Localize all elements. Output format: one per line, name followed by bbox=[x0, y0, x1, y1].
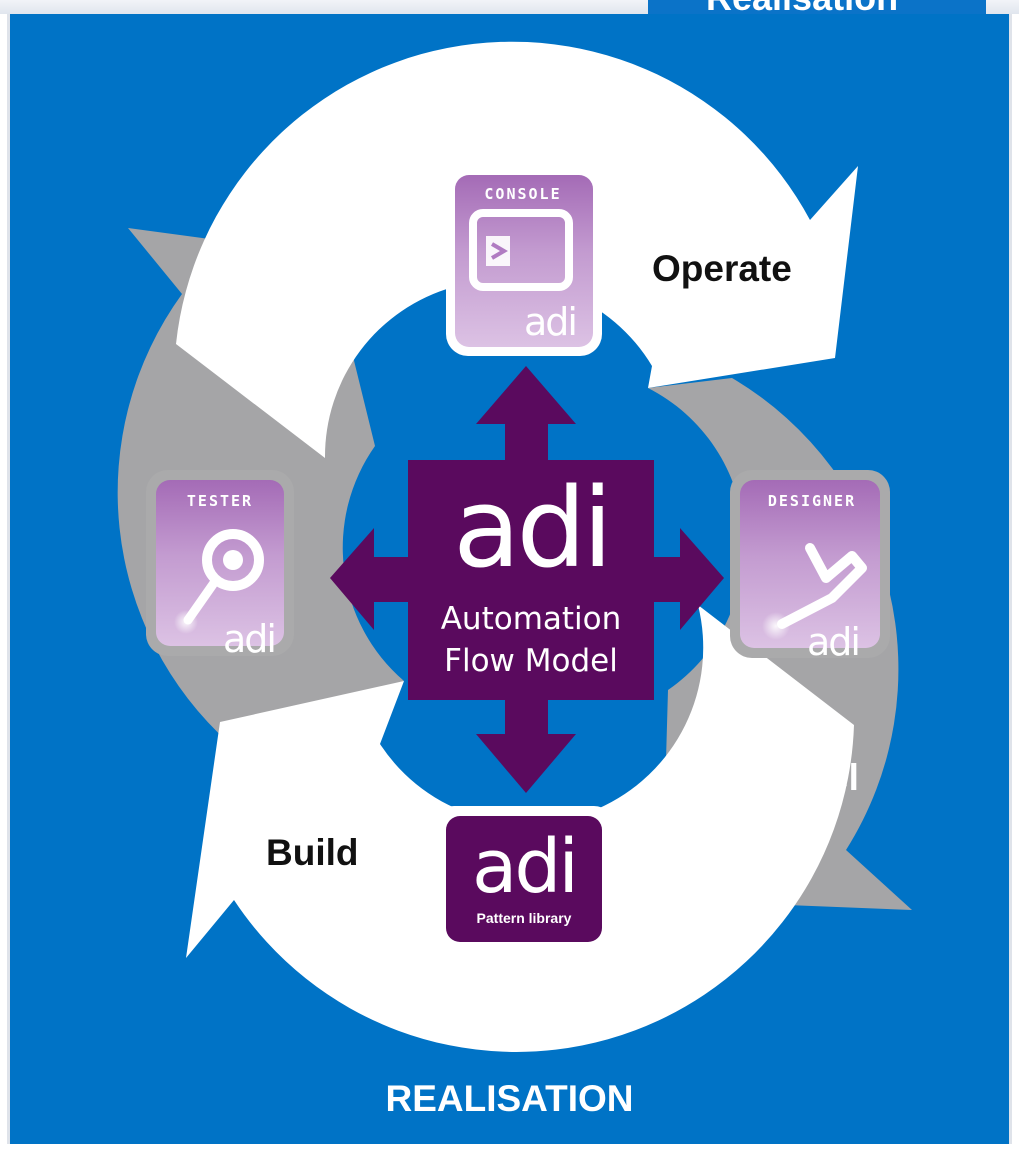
model-label: Model bbox=[752, 757, 859, 798]
validate-label: Validate bbox=[180, 314, 320, 355]
tester-tile bbox=[146, 470, 294, 656]
tester-title: TESTER bbox=[186, 492, 254, 510]
centre-cross bbox=[330, 366, 724, 793]
designer-tile bbox=[730, 470, 890, 658]
top-tab-label: Realisation bbox=[706, 0, 898, 14]
wrench-icon bbox=[762, 543, 867, 640]
centre-caption-line1: Automation bbox=[440, 601, 622, 637]
tester-adi-logo: adi bbox=[223, 617, 277, 661]
console-adi-logo: adi bbox=[524, 300, 578, 344]
centre-adi-logo: adi bbox=[453, 464, 613, 592]
designer-title: DESIGNER bbox=[767, 492, 857, 510]
terminal-prompt-icon bbox=[469, 209, 573, 291]
build-label: Build bbox=[266, 832, 359, 873]
centre-caption-line2: Flow Model bbox=[444, 643, 618, 679]
realisation-title: REALISATION bbox=[385, 1078, 634, 1119]
magnifier-key-icon bbox=[174, 529, 264, 634]
designer-adi-logo: adi bbox=[807, 620, 861, 664]
centre-caption: Automation Flow Model bbox=[408, 598, 654, 682]
pattern-library-adi-logo: adi bbox=[472, 824, 579, 910]
pattern-library-tile bbox=[434, 806, 614, 952]
operate-label: Operate bbox=[652, 248, 792, 289]
top-tab: Realisation bbox=[648, 0, 986, 14]
pattern-library-caption: Pattern library bbox=[476, 910, 572, 926]
console-tile bbox=[446, 166, 602, 356]
console-title: CONSOLE bbox=[484, 185, 562, 203]
